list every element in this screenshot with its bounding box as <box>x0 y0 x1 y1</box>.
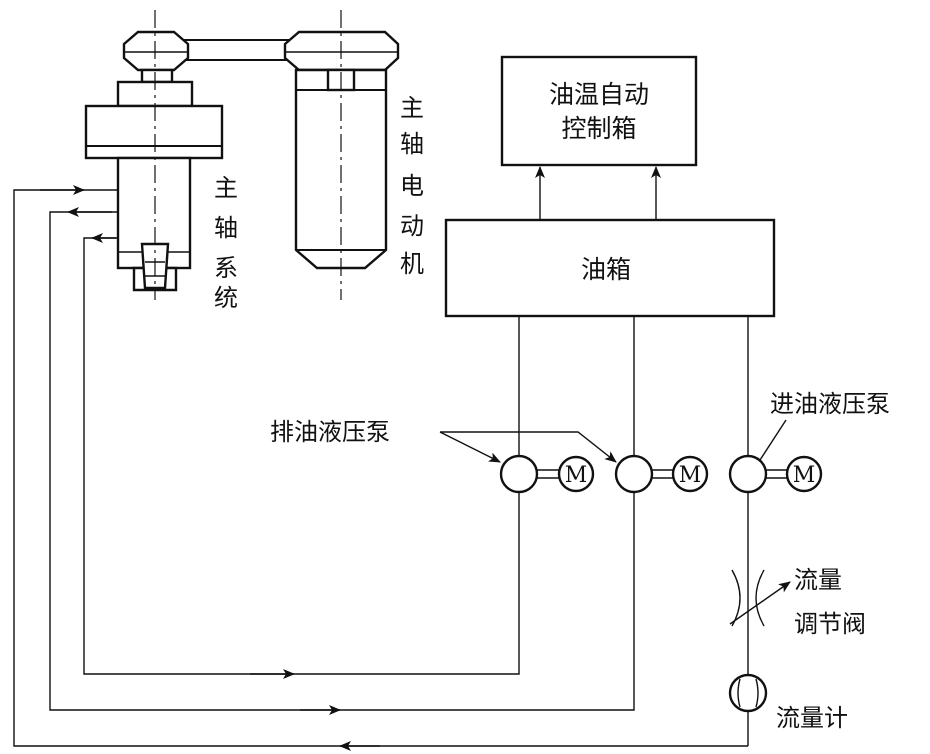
flow-meter-label: 流量计 <box>776 704 848 732</box>
svg-text:主: 主 <box>400 94 424 122</box>
svg-text:电: 电 <box>400 172 424 200</box>
spindle-neck <box>140 68 174 84</box>
oil-tank-label: 油箱 <box>581 255 631 284</box>
flow-arrow-icon <box>440 431 617 463</box>
flow-valve-label-1: 流量 <box>794 566 842 594</box>
svg-text:M: M <box>565 463 588 488</box>
flow-meter-icon <box>728 673 768 713</box>
flow-arrow-icon <box>439 431 501 463</box>
pump-circle-icon <box>499 454 539 494</box>
svg-text:主: 主 <box>214 174 238 202</box>
pump-circle-icon <box>728 454 768 494</box>
flow-valve-label-2: 调节阀 <box>794 610 866 638</box>
spindle-system-label: 主 轴 系 统 <box>214 174 238 312</box>
pump-circle-icon <box>614 454 654 494</box>
svg-text:系: 系 <box>214 254 238 282</box>
svg-text:M: M <box>793 463 816 488</box>
svg-text:动: 动 <box>400 212 424 240</box>
left-pulley <box>122 30 190 72</box>
oil-tank <box>444 218 776 318</box>
svg-text:轴: 轴 <box>400 130 424 158</box>
spindle-flange <box>84 104 224 160</box>
svg-text:M: M <box>679 463 702 488</box>
spindle-motor-label: 主 轴 电 动 机 <box>400 94 424 278</box>
motor-m-icon <box>671 455 709 493</box>
feed-pump-leader <box>759 419 787 461</box>
oil-temp-box-line1: 油温自动 <box>549 80 649 109</box>
oil-temp-box-line2: 控制箱 <box>561 114 636 143</box>
feed-pump-label: 进油液压泵 <box>770 390 890 418</box>
motor-m-icon <box>557 455 595 493</box>
drain-pump-1: M <box>499 454 595 494</box>
drain-pump-2: M <box>614 454 709 494</box>
svg-text:机: 机 <box>400 250 424 278</box>
svg-text:轴: 轴 <box>214 214 238 242</box>
svg-text:统: 统 <box>214 284 238 312</box>
motor-m-icon <box>785 455 823 493</box>
drain-pump-label: 排油液压泵 <box>270 418 390 446</box>
oil-temp-control-box <box>500 55 698 167</box>
feed-pump: M <box>728 454 823 494</box>
spindle-assembly <box>84 10 400 300</box>
